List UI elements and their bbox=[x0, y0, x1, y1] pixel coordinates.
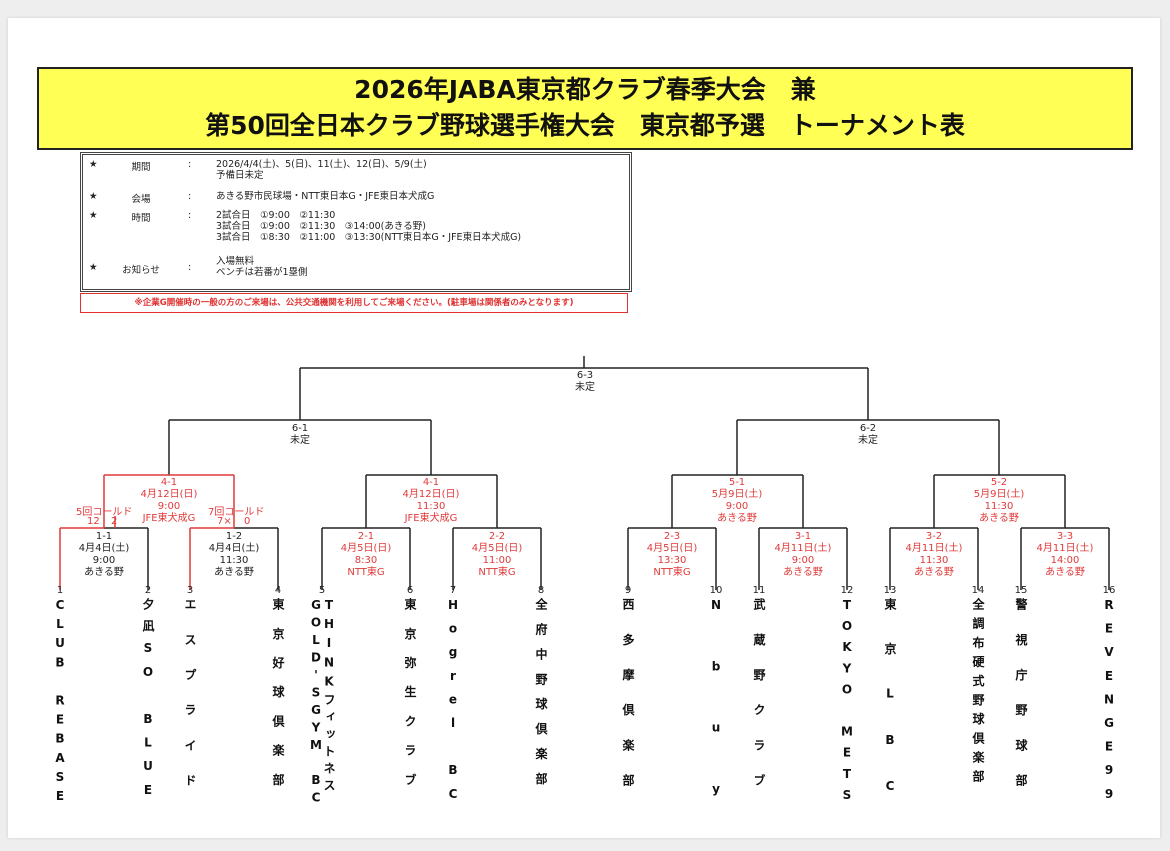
team-name: 西多摩倶楽部 bbox=[621, 598, 635, 810]
title-banner: 2026年JABA東京都クラブ春季大会 兼 第50回全日本クラブ野球選手権大会 … bbox=[37, 67, 1133, 150]
team-name: エスプライド bbox=[183, 598, 197, 810]
info-value: 入場無料ベンチは若番が1塁側 bbox=[216, 256, 308, 278]
team-name: CLUB REBASE bbox=[53, 598, 67, 809]
team-name: 武蔵野クラブ bbox=[752, 598, 766, 810]
team-name: TOKYO METS bbox=[840, 598, 854, 809]
team-name: 全調布硬式野球倶楽部 bbox=[971, 598, 985, 789]
star-icon: ★ bbox=[89, 210, 98, 221]
result-note: 5回コールド bbox=[76, 507, 133, 518]
info-value: 2026/4/4(土)、5(日)、11(土)、12(日)、5/9(土)予備日未定 bbox=[216, 159, 427, 181]
team-name: Hogrel BC bbox=[446, 598, 460, 811]
seed-number: 3 bbox=[186, 585, 194, 596]
title-line-2: 第50回全日本クラブ野球選手権大会 東京都予選 トーナメント表 bbox=[205, 111, 965, 140]
score-left: 7× bbox=[217, 516, 232, 527]
info-box: ★ 期間 : 2026/4/4(土)、5(日)、11(土)、12(日)、5/9(… bbox=[80, 152, 632, 292]
colon: : bbox=[188, 191, 192, 202]
team-name: 東京LBC bbox=[883, 598, 897, 826]
team-name: GOLD'SGYM BC bbox=[309, 598, 323, 808]
info-value: あきる野市民球場・NTT東日本G・JFE東日本犬成G bbox=[216, 191, 435, 202]
score-right: 2 bbox=[111, 516, 118, 527]
team-name: 夕凪SO BLUE bbox=[141, 598, 155, 807]
team-name: 東京好球倶楽部 bbox=[271, 598, 285, 803]
team-name: 全府中野球倶楽部 bbox=[534, 598, 548, 798]
seed-number: 16 bbox=[1102, 585, 1116, 596]
seed-number: 6 bbox=[406, 585, 414, 596]
colon: : bbox=[188, 159, 192, 170]
parking-notice: ※企業G開催時の一般の方のご来場は、公共交通機関を利用してご来場ください。(駐車… bbox=[80, 293, 628, 313]
title-line-1: 2026年JABA東京都クラブ春季大会 兼 bbox=[354, 75, 816, 104]
result-note: 7回コールド bbox=[208, 507, 265, 518]
info-label: 時間 bbox=[131, 213, 151, 224]
team-name: THINKフィットネス bbox=[322, 598, 336, 797]
colon: : bbox=[188, 210, 192, 221]
seed-number: 14 bbox=[971, 585, 985, 596]
seed-number: 12 bbox=[840, 585, 854, 596]
seed-number: 2 bbox=[144, 585, 152, 596]
colon: : bbox=[188, 262, 192, 273]
score-right: 0 bbox=[244, 516, 251, 527]
score-left: 12 bbox=[87, 516, 100, 527]
star-icon: ★ bbox=[89, 262, 98, 273]
star-icon: ★ bbox=[89, 191, 98, 202]
seed-number: 11 bbox=[752, 585, 766, 596]
seed-number: 13 bbox=[883, 585, 897, 596]
team-name: REVENGE99 bbox=[1102, 598, 1116, 811]
star-icon: ★ bbox=[89, 159, 98, 170]
team-name: 東京弥生クラブ bbox=[403, 598, 417, 803]
seed-number: 1 bbox=[56, 585, 64, 596]
info-label: 会場 bbox=[131, 194, 151, 205]
info-label: 期間 bbox=[131, 162, 151, 173]
info-label: お知らせ bbox=[122, 265, 160, 276]
team-name: Nbuy bbox=[709, 598, 723, 844]
seed-number: 8 bbox=[537, 585, 545, 596]
seed-number: 7 bbox=[449, 585, 457, 596]
seed-number: 10 bbox=[709, 585, 723, 596]
seed-number: 15 bbox=[1014, 585, 1028, 596]
seed-number: 5 bbox=[318, 585, 326, 596]
team-name: 警視庁野球部 bbox=[1014, 598, 1028, 810]
seed-number: 4 bbox=[274, 585, 282, 596]
seed-number: 9 bbox=[624, 585, 632, 596]
